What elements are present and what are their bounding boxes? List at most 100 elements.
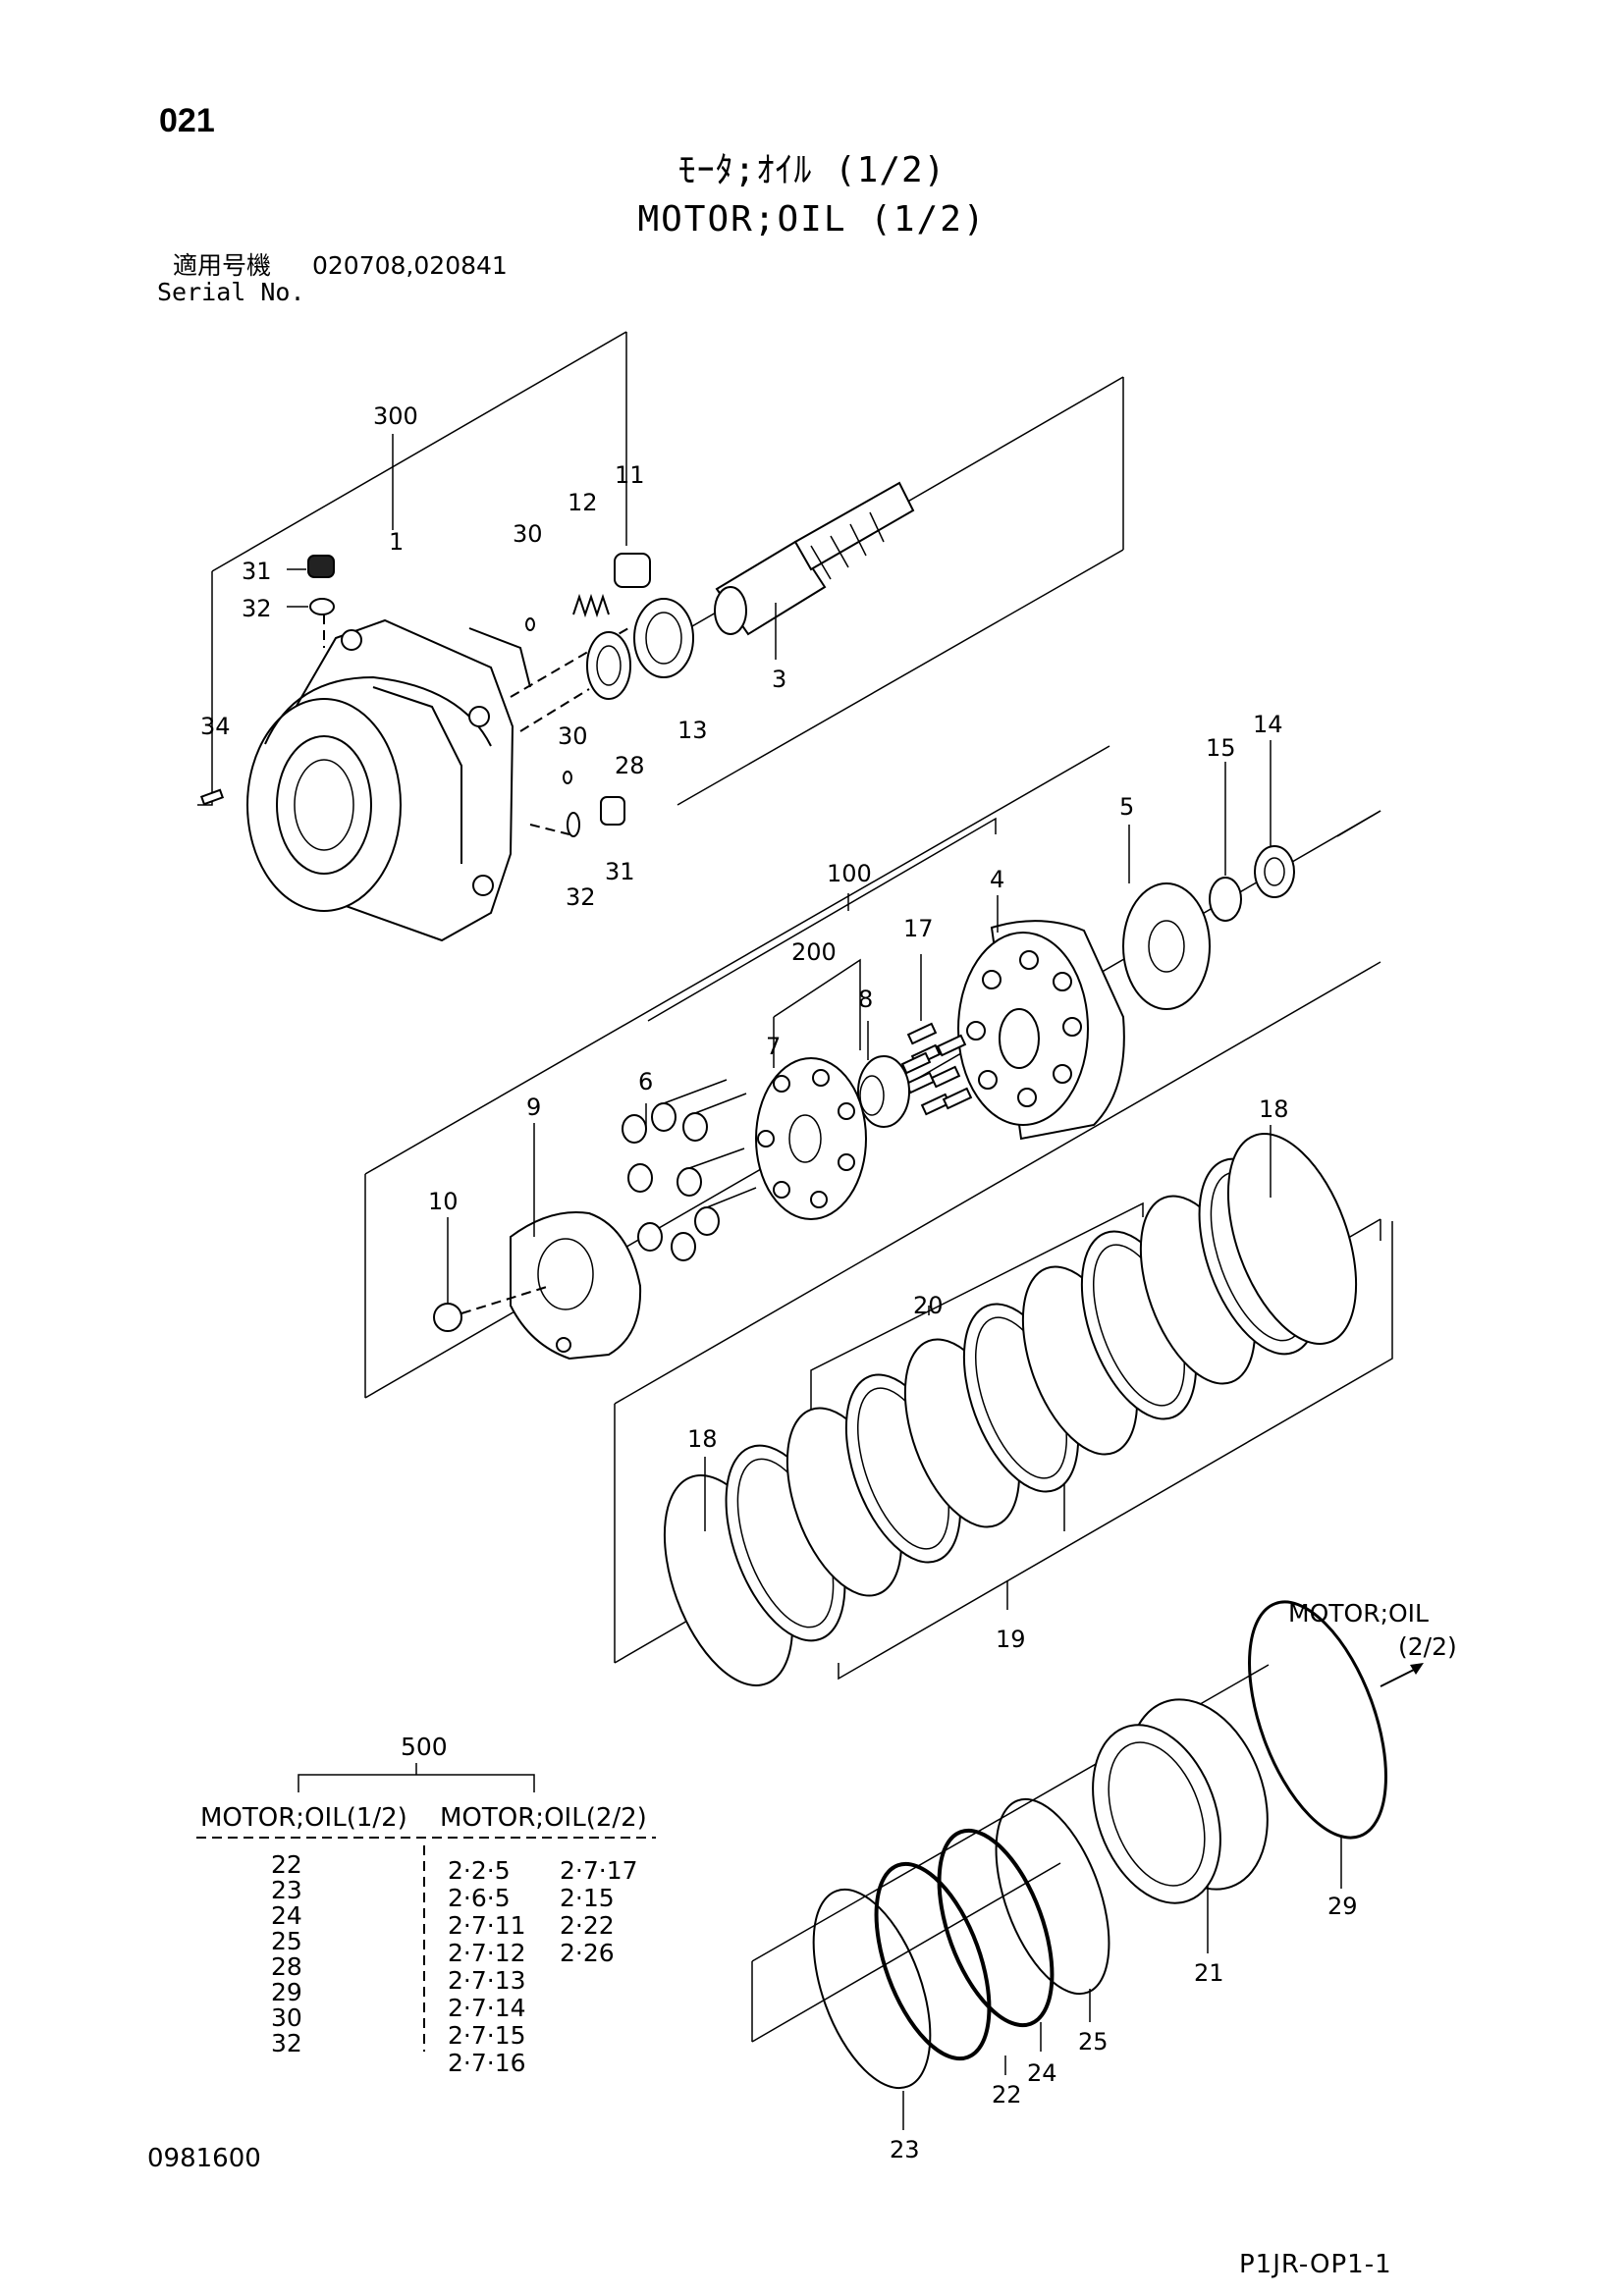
group-300-bracket [197, 571, 213, 806]
spring [906, 1022, 938, 1045]
label-18b: 18 [1259, 1095, 1289, 1123]
label-7: 7 [766, 1033, 781, 1060]
kit-col2b-item: 2·22 [560, 1911, 615, 1940]
bearing-14-inner [1264, 857, 1285, 886]
label-6: 6 [638, 1068, 653, 1095]
kit-col1-item: 24 [271, 1901, 302, 1930]
brake-piston-group [751, 1600, 1424, 2130]
kit-col2a-item: 2·7·14 [448, 1994, 526, 2022]
housing-ridge [372, 686, 462, 864]
kit-col2b-item: 2·15 [560, 1884, 615, 1912]
plate-5 [1122, 882, 1211, 1010]
axis-line [529, 824, 570, 835]
plug-31-lower [600, 796, 625, 826]
document-code: 0981600 [147, 2144, 261, 2173]
label-30b: 30 [558, 722, 588, 750]
label-34: 34 [200, 713, 231, 740]
ring-15 [1209, 877, 1242, 922]
label-17: 17 [903, 915, 934, 942]
kit-col2a-item: 2·7·16 [448, 2049, 526, 2077]
piston-hole [982, 970, 1001, 989]
retainer-hole [773, 1181, 790, 1199]
spring [942, 1087, 973, 1110]
kit-col1-item: 23 [271, 1876, 302, 1904]
retainer-hole [838, 1153, 855, 1171]
label-25: 25 [1078, 2028, 1109, 2056]
brake-piston-21-bore [1108, 1741, 1206, 1887]
o-ring-24 [937, 1828, 1055, 2028]
label-15: 15 [1206, 734, 1236, 762]
spring [900, 1051, 932, 1075]
housing-bolt-hole [341, 629, 362, 651]
kit-table: 500 MOTOR;OIL(1/2) MOTOR;OIL(2/2) 22 23 … [196, 1733, 656, 2077]
label-1: 1 [389, 528, 404, 556]
kit-col1-item: 22 [271, 1850, 302, 1879]
piston [627, 1163, 653, 1193]
piston [682, 1112, 708, 1142]
label-5: 5 [1119, 793, 1134, 821]
kit-col2a-item: 2·7·13 [448, 1966, 526, 1995]
retainer-7 [755, 1057, 867, 1220]
kit-col1-item: 30 [271, 2003, 302, 2032]
label-3: 3 [772, 666, 786, 693]
group-100-bracket [647, 817, 997, 1022]
group-100-edge [1336, 810, 1381, 837]
ball-10 [433, 1303, 462, 1332]
cylinder-block-4 [957, 920, 1125, 1141]
piston-hole [1062, 1017, 1082, 1037]
piston [671, 1232, 696, 1261]
axis-line [519, 688, 590, 732]
label-20: 20 [913, 1292, 944, 1319]
kit-col1-header: MOTOR;OIL(1/2) [200, 1803, 407, 1833]
kit-col2a-item: 2·2·5 [448, 1856, 511, 1885]
shaft-spline [793, 481, 915, 571]
motor-housing [246, 618, 531, 942]
kit-col2a-item: 2·7·12 [448, 1939, 526, 1967]
o-ring-29 [1248, 1600, 1387, 1840]
kit-col2a-item: 2·6·5 [448, 1884, 511, 1912]
label-32b: 32 [566, 883, 596, 911]
plug-30b [563, 771, 572, 784]
block-bore [999, 1008, 1040, 1069]
group-plates-top [614, 961, 1381, 1405]
label-300: 300 [373, 402, 418, 430]
label-21: 21 [1194, 1959, 1224, 1987]
spline-tooth [810, 545, 832, 580]
group-19-bracket [838, 1221, 1393, 1681]
plug-30a [525, 617, 535, 631]
label-24: 24 [1027, 2059, 1057, 2087]
serial-label-english: Serial No. [157, 278, 305, 306]
continuation-arrowhead [1410, 1663, 1424, 1675]
kit-col1-item: 28 [271, 1952, 302, 1981]
continuation-arrow [1380, 1668, 1417, 1687]
plate-18-rear [1226, 1133, 1358, 1345]
spline-tooth [849, 523, 867, 557]
housing-bolt-hole [468, 706, 490, 727]
piston-rod [688, 1148, 745, 1169]
seal-28 [586, 631, 631, 700]
housing-group [197, 331, 1124, 942]
label-10: 10 [428, 1188, 459, 1215]
kit-col1-item: 29 [271, 1978, 302, 2006]
backup-ring-23 [812, 1888, 932, 2090]
title-english: MOTOR;OIL (1/2) [637, 199, 987, 240]
label-29: 29 [1327, 1893, 1358, 1920]
sleeve-11 [614, 553, 651, 588]
piston [622, 1114, 647, 1144]
continuation-page: (2/2) [1398, 1632, 1457, 1661]
o-ring-32-top [309, 598, 335, 615]
housing-contour [264, 675, 492, 747]
label-31a: 31 [242, 558, 272, 585]
plate-5-bore [1148, 920, 1185, 973]
title-japanese: ﾓｰﾀ;ｵｲﾙ (1/2) [677, 150, 947, 190]
group-100-upper [364, 745, 1110, 1175]
page-code: P1JR-OP1-1 [1239, 2250, 1392, 2279]
piston-rod [706, 1187, 757, 1208]
brake-plate-group [614, 961, 1393, 1686]
label-22: 22 [992, 2081, 1022, 2109]
seal-28-inner [596, 645, 622, 686]
label-23: 23 [890, 2136, 920, 2163]
piston [651, 1102, 677, 1132]
housing-bolt-hole [472, 875, 494, 896]
